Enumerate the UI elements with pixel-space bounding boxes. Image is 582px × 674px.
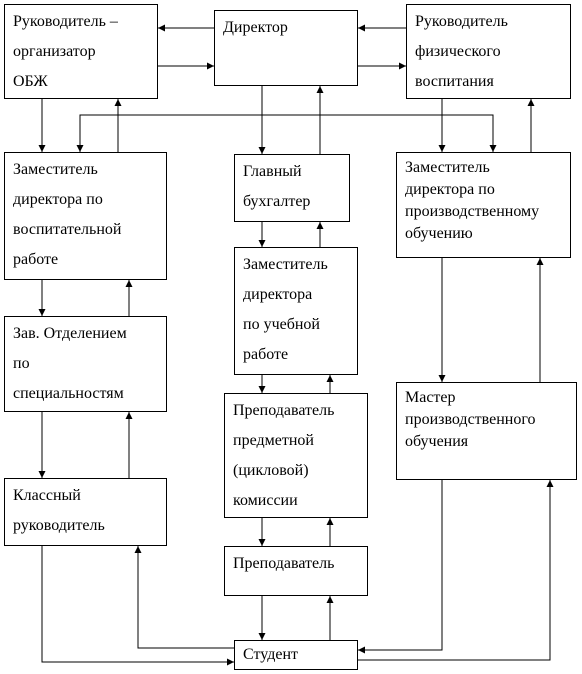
node-line: Директор	[223, 19, 288, 36]
node-line: бухгалтер	[243, 193, 311, 210]
node-line: производственного	[405, 411, 536, 428]
node-line: работе	[243, 346, 289, 363]
node-line: Руководитель –	[13, 13, 118, 30]
node-line: руководитель	[13, 517, 105, 534]
node-director: Директор	[214, 10, 358, 86]
node-chief-accountant: Главный бухгалтер	[234, 154, 350, 222]
node-obzh-organizer: Руководитель – организатор ОБЖ	[4, 4, 158, 99]
node-deputy-production: Заместитель директора по производственно…	[396, 152, 571, 258]
node-student: Студент	[234, 640, 358, 670]
node-line: Мастер	[405, 389, 456, 406]
node-line: специальностям	[13, 385, 124, 402]
arrow-master-to-student	[358, 480, 443, 654]
node-line: по учебной	[243, 316, 320, 333]
node-line: воспитания	[415, 73, 494, 90]
node-line: воспитательной	[13, 221, 122, 238]
node-line: директора по	[405, 181, 495, 198]
arrow-student-to-master	[358, 480, 554, 661]
node-deputy-educational: Заместитель директора по воспитательной …	[4, 152, 167, 280]
node-line: организатор	[13, 43, 96, 60]
arrow-student-to-class-teacher	[134, 546, 234, 649]
node-deputy-study: Заместитель директора по учебной работе	[234, 247, 358, 375]
node-line: комиссии	[233, 492, 298, 509]
node-line: Главный	[243, 163, 302, 180]
node-line: Заместитель	[243, 256, 328, 273]
node-pe-head: Руководитель физического воспитания	[406, 4, 571, 99]
arrow-class-teacher-to-student	[41, 546, 234, 666]
node-class-teacher: Классный руководитель	[4, 478, 167, 546]
node-line: Зав. Отделением	[13, 325, 127, 342]
node-line: Заместитель	[405, 159, 490, 176]
arrow-cross-to-deputy-edu	[76, 114, 493, 152]
node-subject-commission: Преподаватель предметной (цикловой) коми…	[224, 393, 368, 518]
node-teacher: Преподаватель	[224, 546, 368, 596]
node-line: предметной	[233, 432, 314, 449]
node-line: обучению	[405, 225, 473, 242]
node-line: (цикловой)	[233, 462, 309, 479]
node-line: физического	[415, 43, 501, 60]
node-line: обучения	[405, 433, 469, 450]
node-line: по	[13, 355, 30, 372]
arrow-cross-to-deputy-prod	[80, 114, 497, 152]
node-production-master: Мастер производственного обучения	[396, 382, 577, 480]
node-line: работе	[13, 251, 59, 268]
node-line: Преподаватель	[233, 555, 335, 572]
node-line: производственному	[405, 203, 540, 220]
node-line: директора	[243, 286, 313, 303]
node-line: директора по	[13, 191, 103, 208]
node-line: Студент	[243, 646, 299, 663]
node-line: ОБЖ	[13, 73, 48, 90]
node-line: Классный	[13, 487, 81, 504]
node-line: Руководитель	[415, 13, 508, 30]
node-line: Преподаватель	[233, 402, 335, 419]
node-department-head: Зав. Отделением по специальностям	[4, 316, 167, 412]
node-line: Заместитель	[13, 161, 98, 178]
